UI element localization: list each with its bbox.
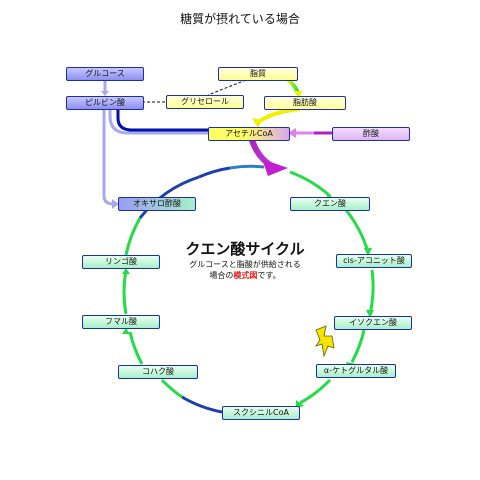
node-fat: 脂質	[218, 67, 298, 81]
node-ketoglutarate: α-ケトグルタル酸	[316, 364, 396, 378]
node-isocitrate: イソクエン酸	[334, 316, 412, 330]
cycle-arc	[368, 269, 375, 315]
fattyacid-to-acetylcoa-arrow	[254, 107, 301, 126]
node-succinate: コハク酸	[118, 365, 198, 379]
lightning-bolt-icon	[315, 325, 335, 358]
pyruvate-to-acetylcoa-light-arrow	[108, 109, 208, 135]
fattyacid-to-acetylcoa-arrowhead	[252, 118, 262, 128]
cycle-heading: クエン酸サイクル	[185, 240, 305, 258]
node-fumarate: フマル酸	[82, 315, 160, 329]
line2-prefix: 場合の	[209, 271, 234, 280]
cycle-arc	[198, 166, 231, 179]
cycle-arc	[128, 331, 144, 365]
node-pyruvate: ピルビン酸	[66, 96, 144, 110]
pyruvate-to-acetylcoa-arrow	[116, 109, 208, 132]
cycle-arc	[350, 329, 366, 363]
page-title: 糖質が摂れている場合	[180, 12, 300, 26]
node-acetyl-coa: アセチルCoA	[208, 127, 290, 141]
node-acetic-acid: 酢酸	[332, 127, 410, 141]
cycle-arc	[160, 378, 183, 399]
node-citrate: クエン酸	[290, 197, 370, 211]
cycle-description: グルコースと脂酸が供給される 場合の模式図です。	[150, 259, 340, 281]
cycle-arc	[181, 395, 223, 414]
cycle-arc	[289, 170, 331, 198]
cycle-description-line1: グルコースと脂酸が供給される	[189, 260, 301, 269]
node-cis-aconitate: cis-アコニット酸	[336, 254, 412, 268]
cycle-arc	[299, 378, 332, 405]
acetate-to-acetylcoa-arrowhead	[288, 128, 296, 138]
glucose-to-pyruvate-arrowhead	[101, 91, 109, 96]
node-malate: リンゴ酸	[82, 255, 160, 269]
cycle-arc	[122, 269, 128, 315]
cycle-description-line2: 場合の模式図です。	[150, 270, 340, 281]
node-glucose: グルコース	[66, 67, 144, 81]
arrowhead	[122, 268, 130, 274]
fat-glycerol-link	[207, 79, 247, 96]
acetylcoa-to-cycle-arrowhead	[262, 159, 288, 176]
node-succinyl-coa: スクシニルCoA	[222, 406, 300, 420]
line2-suffix: です。	[257, 271, 281, 280]
node-oxaloacetate: オキサロ酢酸	[118, 197, 196, 211]
cycle-arc	[124, 217, 142, 256]
node-fatty-acid: 脂肪酸	[264, 96, 346, 110]
cycle-arc	[138, 175, 200, 219]
arrowhead	[366, 310, 374, 318]
pyruvate-to-oxaloacetate-arrowhead	[112, 199, 119, 209]
cycle-arc	[229, 164, 265, 170]
cycle-arc	[344, 209, 370, 253]
arrowhead	[122, 328, 130, 334]
node-glycerol: グリセロール	[166, 95, 244, 109]
line2-accent: 模式図	[233, 271, 258, 280]
arrowhead	[364, 248, 372, 256]
fat-to-fattyacid-arrowhead	[293, 91, 303, 97]
